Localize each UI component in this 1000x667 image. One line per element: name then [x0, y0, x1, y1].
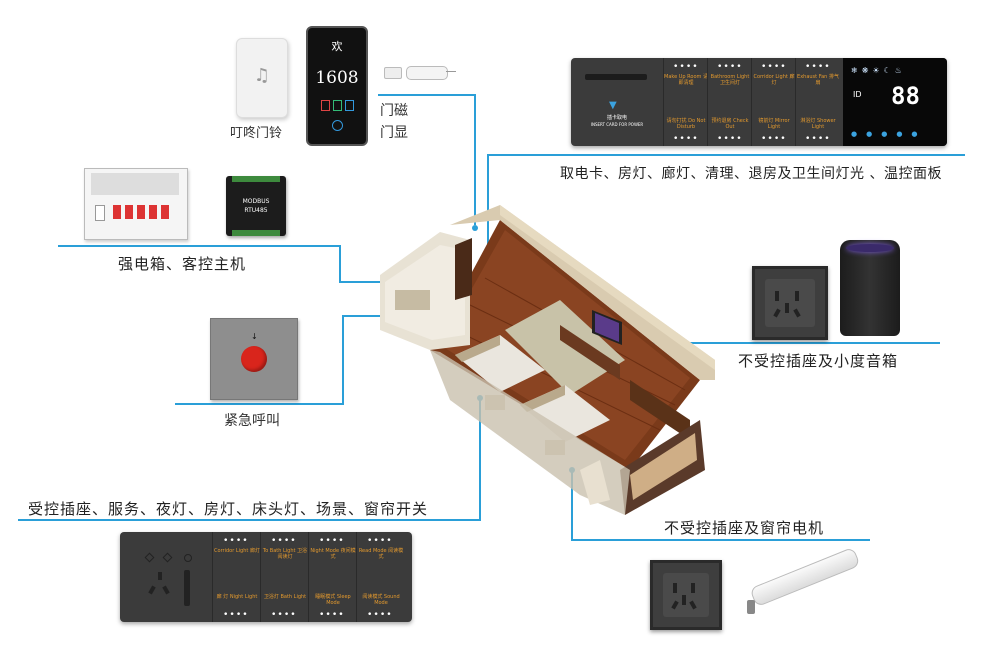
uncontrolled-socket-2	[650, 560, 722, 630]
emergency-label: 紧急呼叫	[224, 413, 280, 429]
doorbell-device: ♫	[236, 38, 288, 118]
arrow-down-icon: ↓	[251, 332, 258, 341]
card-key-2[interactable]: •••• Bathroom Light 卫生间灯 预约退房 Check Out …	[707, 58, 752, 146]
curtain-label: 不受控插座及窗帘电机	[664, 519, 825, 537]
thermostat-id: ID	[853, 90, 862, 99]
room-wall-back	[450, 205, 715, 380]
bell-icon: ♫	[253, 65, 271, 86]
controlled-switch-panel: •••• Corridor Light 廊灯 廊 灯 Night Light •…	[120, 532, 412, 622]
switch-key-3[interactable]: •••• Night Mode 夜间模式 睡眠模式 Sleep Mode •••…	[308, 532, 357, 622]
host-brand: MODBUS	[242, 198, 270, 205]
line-switches	[18, 398, 481, 521]
host-model: RTU485	[244, 207, 268, 214]
doorbell-label: 叮咚门铃	[230, 126, 283, 141]
room-control-host: MODBUS RTU485	[226, 176, 286, 236]
electric-box	[84, 168, 188, 240]
card-slot[interactable]: ▼ 插卡取电 INSERT CARD FOR POWER	[581, 70, 653, 134]
insert-card-sub: INSERT CARD FOR POWER	[590, 122, 644, 127]
emergency-call-panel: ↓	[210, 318, 298, 400]
card-key-4[interactable]: •••• Exhaust Fan 排气扇 淋浴灯 Shower Light ••…	[795, 58, 840, 146]
sofa	[560, 325, 620, 380]
smart-speaker	[840, 240, 900, 336]
line-curtain	[571, 470, 870, 541]
thermostat-display: 88	[891, 82, 920, 110]
switch-key-1[interactable]: •••• Corridor Light 廊灯 廊 灯 Night Light •…	[212, 532, 261, 622]
mode-icons: ❄❋☀☾♨	[851, 66, 906, 75]
switch-key-2[interactable]: •••• To Bath Light 卫浴阅读灯 卫浴灯 Bath Light …	[260, 532, 309, 622]
welcome-text: 欢	[331, 40, 343, 53]
thermostat-buttons: ●●●●●	[851, 130, 927, 138]
uncontrolled-socket-1	[752, 266, 828, 340]
card-panel-label: 取电卡、房灯、廊灯、清理、退房及卫生间灯光 、温控面板	[560, 166, 942, 182]
line-card-panel	[487, 154, 965, 262]
dnd-icon	[321, 100, 330, 111]
switches-label: 受控插座、服务、夜灯、房灯、床头灯、场景、窗帘开关	[28, 500, 429, 518]
rug	[505, 300, 625, 395]
bell-button-icon	[332, 120, 343, 131]
door-magnet-device	[384, 64, 456, 80]
insert-card-text: 插卡取电	[606, 115, 627, 121]
switch-key-4[interactable]: •••• Read Mode 阅读模式 阅读模式 Sound Mode ••••	[356, 532, 405, 622]
clean-icon	[333, 100, 342, 111]
door-magnet-label: 门磁	[380, 103, 408, 119]
line-door	[378, 94, 476, 225]
door-display-label: 门显	[380, 125, 408, 141]
entrance-door	[455, 238, 472, 300]
controlled-socket	[130, 542, 202, 612]
electric-box-label: 强电箱、客控主机	[118, 255, 247, 273]
curtain-motor	[745, 546, 861, 630]
thermostat-screen[interactable]: ❄❋☀☾♨ ID 88 ●●●●●	[843, 58, 947, 146]
room-number: 1608	[315, 68, 359, 88]
status-icons	[321, 100, 354, 111]
card-key-3[interactable]: •••• Corridor Light 廊灯 镜前灯 Mirror Light …	[751, 58, 796, 146]
card-and-thermostat-panel: ▼ 插卡取电 INSERT CARD FOR POWER •••• Make U…	[571, 58, 947, 146]
card-key-1[interactable]: •••• Make Up Room 请即清理 请勿打扰 Do Not Distu…	[663, 58, 708, 146]
speaker-label: 不受控插座及小度音箱	[738, 352, 899, 370]
emergency-button[interactable]	[241, 346, 267, 372]
arrow-down-icon: ▼	[609, 100, 617, 111]
service-icon	[345, 100, 354, 111]
door-display-panel: 欢 1608	[306, 26, 368, 146]
